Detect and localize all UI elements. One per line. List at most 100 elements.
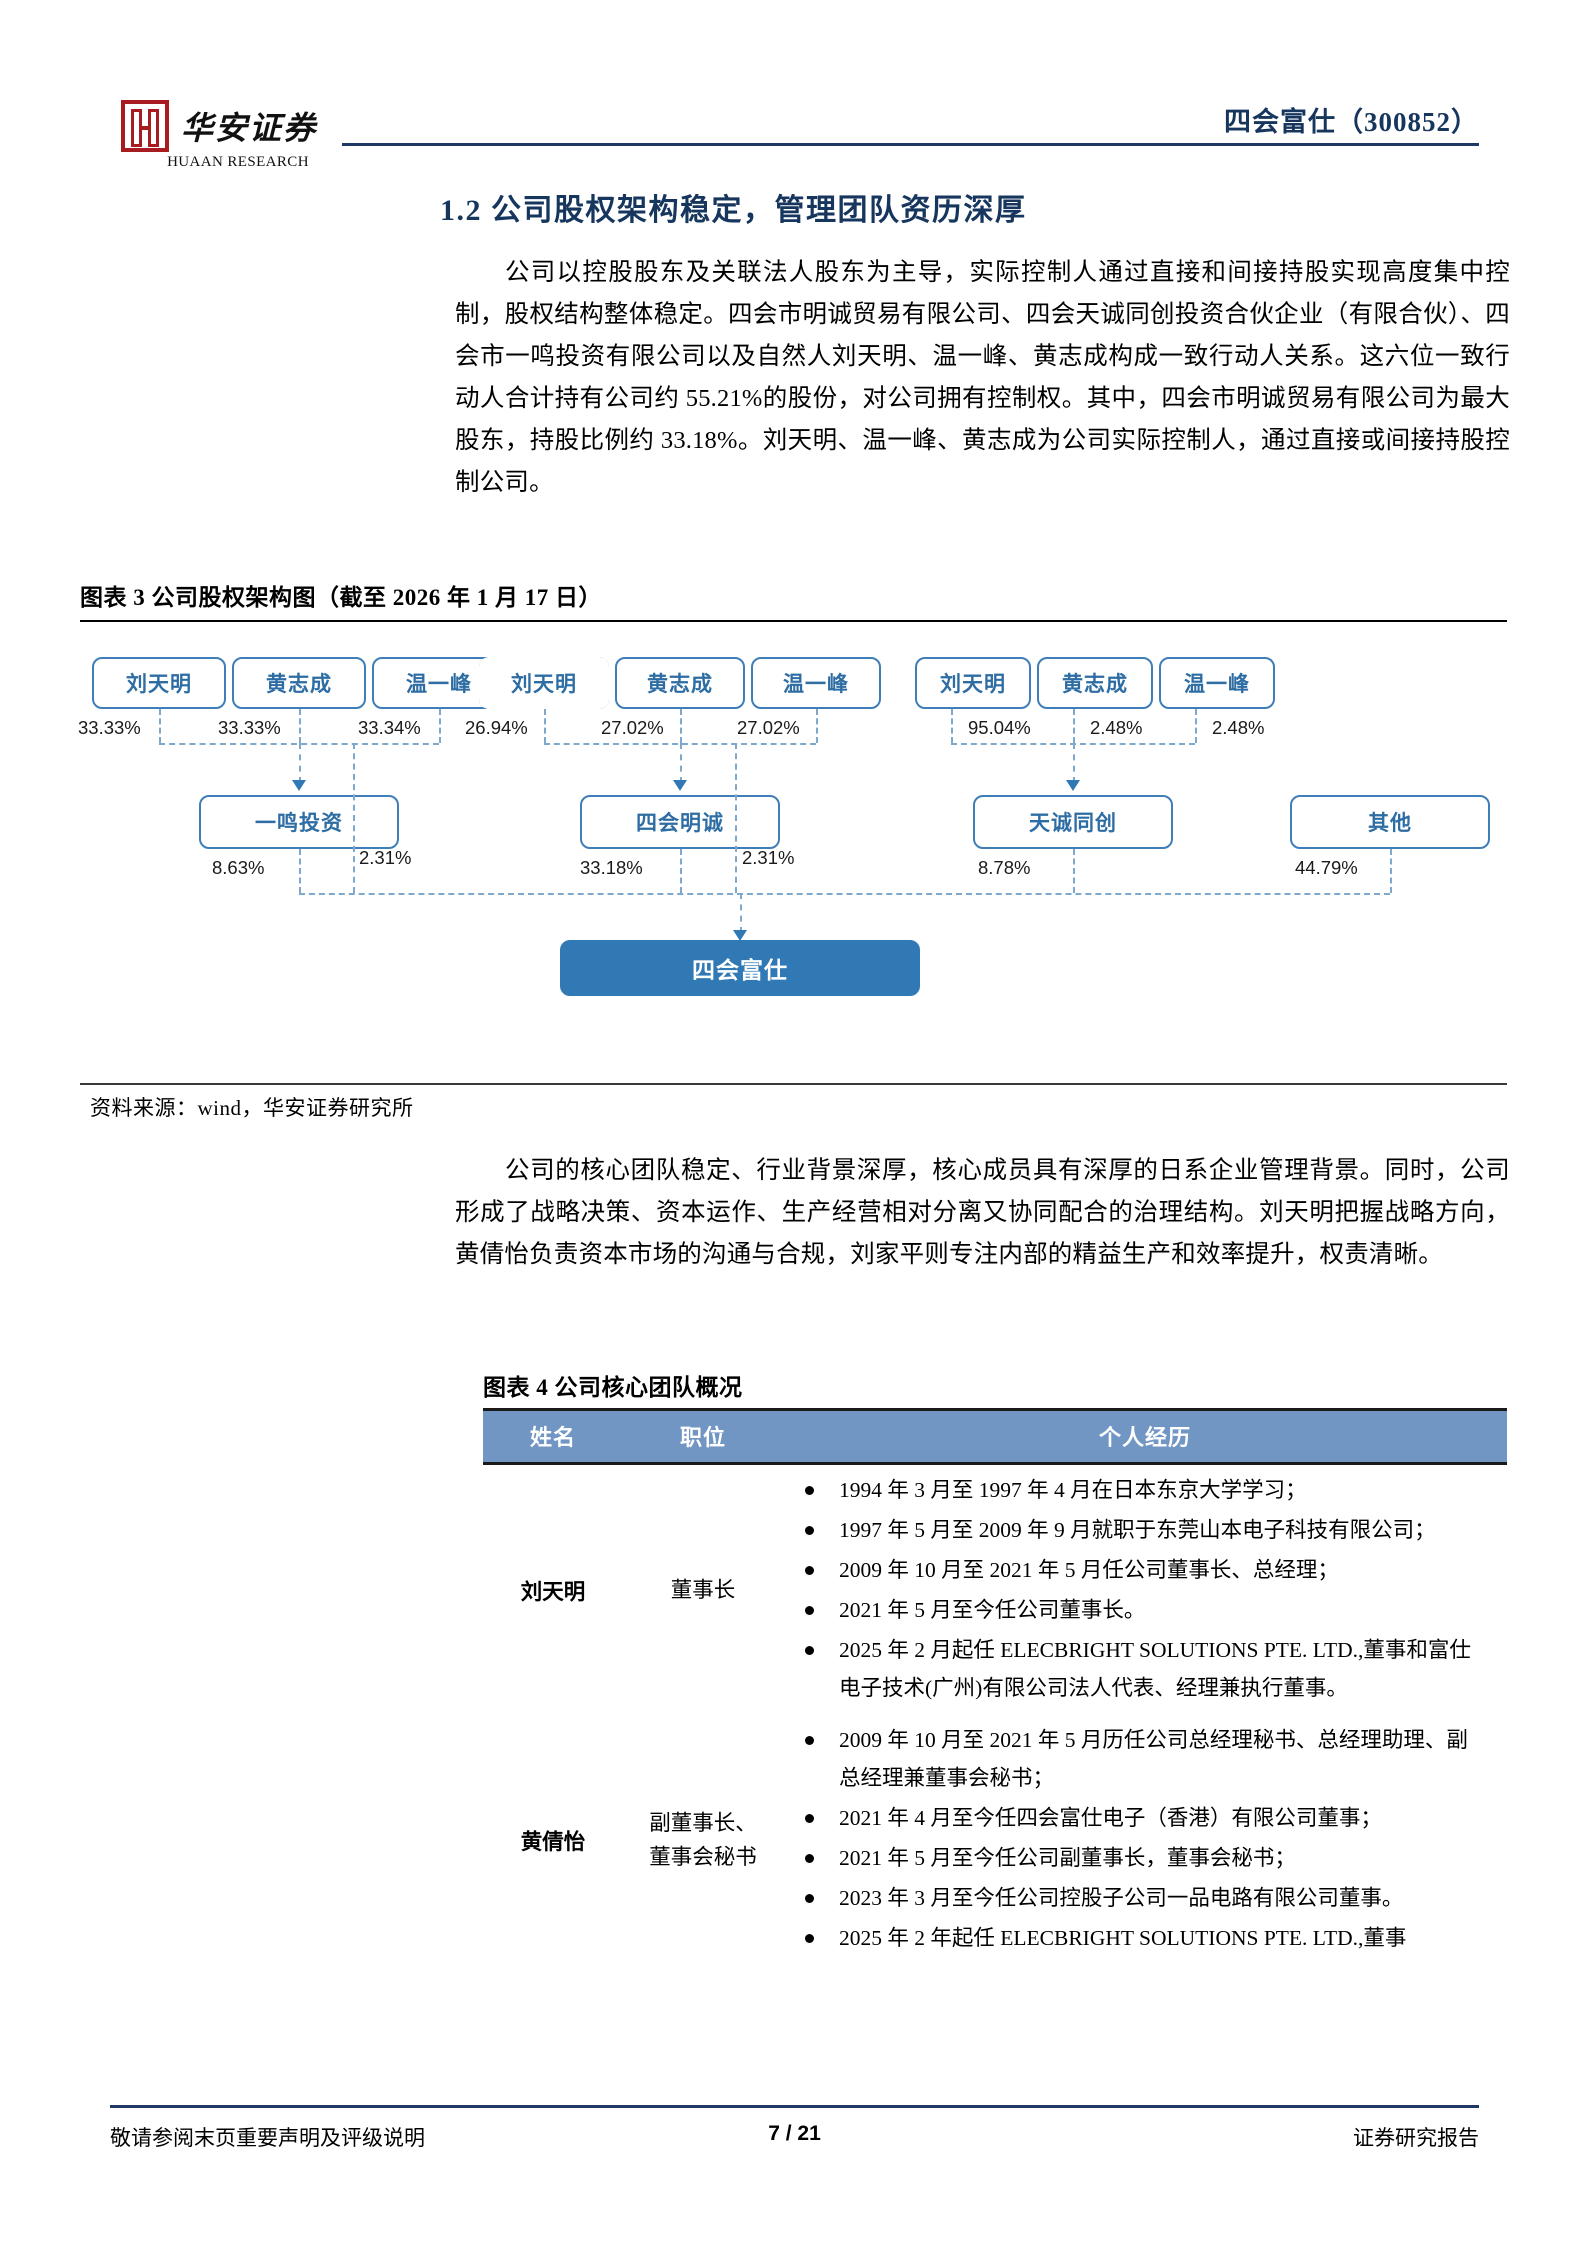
bio-item: 2009 年 10 月至 2021 年 5 月任公司董事长、总经理； xyxy=(783,1551,1487,1589)
exhibit-3-bottom-rule xyxy=(80,1083,1507,1085)
arrow-g2-to-entity xyxy=(673,780,687,791)
node-label: 黄志成 xyxy=(1062,672,1128,696)
node-label: 温一峰 xyxy=(406,672,472,696)
bio-list: 2009 年 10 月至 2021 年 5 月历任公司总经理秘书、总经理助理、副… xyxy=(783,1715,1507,1965)
pct-others-to-root: 44.79% xyxy=(1295,857,1358,878)
exhibit-3-caption: 图表 3 公司股权架构图（截至 2026 年 1 月 17 日） xyxy=(80,585,602,610)
edge-g1-to-entity xyxy=(299,743,301,783)
bio-item: 2025 年 2 年起任 ELECBRIGHT SOLUTIONS PTE. L… xyxy=(783,1919,1487,1957)
pct-g1-liutianming: 33.33% xyxy=(78,717,141,738)
edge-e4-down xyxy=(1390,849,1392,893)
node-label: 天诚同创 xyxy=(1029,811,1117,835)
table-header-row: 姓名 职位 个人经历 xyxy=(483,1408,1507,1465)
entity-node-sihui-mingcheng: 四会明诚 xyxy=(580,795,780,849)
cell-bio: 2009 年 10 月至 2021 年 5 月历任公司总经理秘书、总经理助理、副… xyxy=(783,1715,1507,1965)
node-label: 四会富仕 xyxy=(692,958,788,983)
node-label: 其他 xyxy=(1368,811,1412,835)
cell-title-line-1: 副董事长、 xyxy=(649,1811,757,1835)
person-node-g3-wenyifeng: 温一峰 xyxy=(1159,657,1275,709)
page-header: 华安证券 HUAAN RESEARCH 四会富仕（300852） xyxy=(110,100,1479,172)
edge-e2-down xyxy=(680,849,682,893)
node-label: 一鸣投资 xyxy=(255,811,343,835)
node-label: 刘天明 xyxy=(940,672,1006,696)
person-node-g2-liutianming-label: 刘天明 xyxy=(479,657,609,709)
column-header-name: 姓名 xyxy=(483,1408,623,1465)
person-node-g2-wenyifeng: 温一峰 xyxy=(751,657,881,709)
column-header-title: 职位 xyxy=(623,1408,783,1465)
edge-direct2-down xyxy=(735,743,737,893)
node-label: 刘天明 xyxy=(126,672,192,696)
entity-node-yiming-investment: 一鸣投资 xyxy=(199,795,399,849)
person-node-g3-huangzhicheng: 黄志成 xyxy=(1037,657,1153,709)
footer-report-type: 证券研究报告 xyxy=(1353,2126,1479,2150)
node-label: 温一峰 xyxy=(783,672,849,696)
column-header-bio: 个人经历 xyxy=(783,1408,1507,1465)
exhibit-4-caption: 图表 4 公司核心团队概况 xyxy=(483,1375,743,1400)
bio-item: 2009 年 10 月至 2021 年 5 月历任公司总经理秘书、总经理助理、副… xyxy=(783,1721,1487,1797)
body-paragraph-2: 公司的核心团队稳定、行业背景深厚，核心成员具有深厚的日系企业管理背景。同时，公司… xyxy=(455,1157,1510,1268)
pct-yiming-to-root: 8.63% xyxy=(212,857,265,878)
arrow-g1-to-entity xyxy=(292,780,306,791)
person-node-g3-liutianming: 刘天明 xyxy=(915,657,1031,709)
edge-e1-down xyxy=(299,849,301,893)
footer-divider xyxy=(110,2105,1479,2108)
table-row: 黄倩怡 副董事长、 董事会秘书 2009 年 10 月至 2021 年 5 月历… xyxy=(483,1715,1507,1965)
pct-g2-huangzhicheng: 27.02% xyxy=(601,717,664,738)
arrow-g3-to-entity xyxy=(1066,780,1080,791)
bio-item: 1997 年 5 月至 2009 年 9 月就职于东莞山本电子科技有限公司； xyxy=(783,1511,1487,1549)
edge-g3-p1-down xyxy=(951,709,953,743)
edge-root-bus xyxy=(299,893,1390,895)
bio-item: 2025 年 2 月起任 ELECBRIGHT SOLUTIONS PTE. L… xyxy=(783,1631,1487,1707)
logo-english-name: HUAAN RESEARCH xyxy=(167,154,309,170)
edge-g2-to-entity xyxy=(680,743,682,783)
cell-title-line-2: 董事会秘书 xyxy=(649,1845,757,1869)
node-label: 黄志成 xyxy=(647,672,713,696)
pct-direct-holding-1: 2.31% xyxy=(359,847,412,868)
pct-g1-huangzhicheng: 33.33% xyxy=(218,717,281,738)
pct-tiancheng-to-root: 8.78% xyxy=(978,857,1031,878)
bio-item: 2021 年 5 月至今任公司副董事长，董事会秘书； xyxy=(783,1839,1487,1877)
core-team-table: 姓名 职位 个人经历 刘天明 董事长 1994 年 3 月至 1997 年 4 … xyxy=(483,1408,1507,1965)
header-divider xyxy=(342,143,1479,146)
edge-g1-p3-down xyxy=(439,709,441,743)
stock-title: 四会富仕（300852） xyxy=(1224,107,1479,137)
pct-g2-wenyifeng: 27.02% xyxy=(737,717,800,738)
cell-name: 刘天明 xyxy=(520,1579,586,1604)
edge-direct1-down xyxy=(353,743,355,893)
ownership-structure-diagram: 刘天明 黄志成 温一峰 33.33% 33.33% 33.34% 刘天明 黄志成… xyxy=(78,635,1507,1085)
body-paragraph-1: 公司以控股股东及关联法人股东为主导，实际控制人通过直接和间接持股实现高度集中控制… xyxy=(455,259,1510,496)
pct-g3-wenyifeng: 2.48% xyxy=(1212,717,1265,738)
node-label: 黄志成 xyxy=(266,672,332,696)
bio-item: 2021 年 4 月至今任四会富仕电子（香港）有限公司董事； xyxy=(783,1799,1487,1837)
table-row: 刘天明 董事长 1994 年 3 月至 1997 年 4 月在日本东京大学学习；… xyxy=(483,1464,1507,1716)
edge-g1-p1-down xyxy=(159,709,161,743)
table-body: 刘天明 董事长 1994 年 3 月至 1997 年 4 月在日本东京大学学习；… xyxy=(483,1464,1507,1966)
edge-e3-down xyxy=(1073,849,1075,893)
bio-item: 2021 年 5 月至今任公司董事长。 xyxy=(783,1591,1487,1629)
edge-g2-p3-down xyxy=(816,709,818,743)
pct-mingcheng-to-root: 33.18% xyxy=(580,857,643,878)
seal-icon xyxy=(120,100,169,152)
pct-g2-liutianming: 26.94% xyxy=(465,717,528,738)
footer-disclaimer: 敬请参阅末页重要声明及评级说明 xyxy=(110,2126,425,2150)
exhibit-3-source: 资料来源：wind，华安证券研究所 xyxy=(90,1096,414,1120)
root-node-sihui-fushi: 四会富仕 xyxy=(560,940,920,996)
arrow-bus-to-root xyxy=(733,930,747,941)
bio-item: 2023 年 3 月至今任公司控股子公司一品电路有限公司董事。 xyxy=(783,1879,1487,1917)
pct-g1-wenyifeng: 33.34% xyxy=(358,717,421,738)
bio-item: 1994 年 3 月至 1997 年 4 月在日本东京大学学习； xyxy=(783,1471,1487,1509)
cell-bio: 1994 年 3 月至 1997 年 4 月在日本东京大学学习； 1997 年 … xyxy=(783,1464,1507,1716)
seal-bar xyxy=(141,126,150,130)
entity-node-others: 其他 xyxy=(1290,795,1490,849)
edge-g2-p1-down xyxy=(544,709,546,743)
person-node-g2-huangzhicheng: 黄志成 xyxy=(615,657,745,709)
logo-row: 华安证券 xyxy=(120,100,317,152)
cell-name: 黄倩怡 xyxy=(520,1829,586,1854)
node-label: 四会明诚 xyxy=(636,811,724,835)
company-logo: 华安证券 HUAAN RESEARCH xyxy=(110,100,328,171)
cell-title-line-1: 董事长 xyxy=(670,1578,736,1602)
node-label: 刘天明 xyxy=(511,672,577,696)
logo-chinese-name: 华安证券 xyxy=(180,110,317,146)
node-label: 温一峰 xyxy=(1184,672,1250,696)
